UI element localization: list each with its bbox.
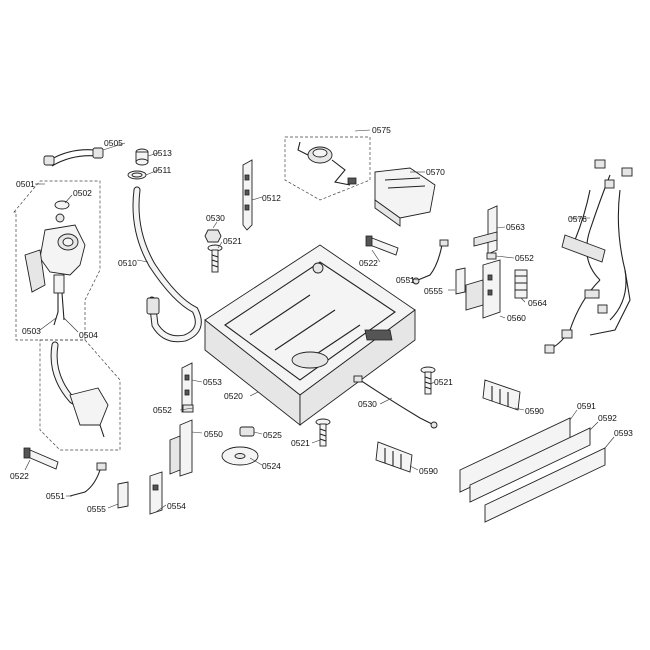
part-0525 <box>239 426 255 437</box>
callout-0560: 0560 <box>507 313 526 323</box>
callout-0591: 0591 <box>577 401 596 411</box>
callout-0522-left: 0522 <box>10 471 29 481</box>
callout-0575: 0575 <box>372 125 391 135</box>
callout-0530-lower: 0530 <box>358 399 377 409</box>
callout-0521-middle: 0521 <box>434 377 453 387</box>
callout-0504: 0504 <box>79 330 98 340</box>
callout-0555-left: 0555 <box>87 504 106 514</box>
callout-0551-right: 0551 <box>396 275 415 285</box>
callout-0511: 0511 <box>153 165 172 175</box>
pump-assembly-0501 <box>24 200 86 326</box>
bracket-0560 <box>465 259 501 319</box>
hose-0505 <box>43 147 104 167</box>
leader-lines <box>24 129 615 513</box>
callout-0563: 0563 <box>506 222 525 232</box>
sensor-cable-0551-left <box>69 462 107 497</box>
hose-0504 <box>50 341 109 438</box>
callout-0555-right: 0555 <box>424 286 443 296</box>
wiring-harness-0576 <box>544 159 633 354</box>
callout-0552-left: 0552 <box>153 405 172 415</box>
callout-0553: 0553 <box>203 377 222 387</box>
switch-0555-right <box>455 267 466 295</box>
callout-0521-lower: 0521 <box>291 438 310 448</box>
callout-0501: 0501 <box>16 179 35 189</box>
plinth-0592 <box>469 427 591 503</box>
bracket-0512 <box>242 159 253 231</box>
callout-0525: 0525 <box>263 430 282 440</box>
bracket-0554 <box>149 471 163 515</box>
clip-0552-right <box>486 252 497 260</box>
group-outline-0504 <box>39 339 121 451</box>
callout-0570: 0570 <box>426 167 445 177</box>
callout-0524: 0524 <box>262 461 281 471</box>
group-outline-0575 <box>284 136 371 201</box>
callout-0554: 0554 <box>167 501 186 511</box>
callout-0521-top: 0521 <box>223 236 242 246</box>
callout-0551-left: 0551 <box>46 491 65 501</box>
screw-0521-top <box>207 244 223 273</box>
callout-0576: 0576 <box>568 214 587 224</box>
callout-0505: 0505 <box>104 138 123 148</box>
callout-0512: 0512 <box>262 193 281 203</box>
callout-0502: 0502 <box>73 188 92 198</box>
group-outline-0501 <box>13 180 101 341</box>
cap-0513 <box>135 148 149 166</box>
nut-0530-top <box>204 229 222 243</box>
callout-labels: 0505 0513 0511 0501 0502 0503 0504 0510 … <box>10 125 633 514</box>
callout-0510: 0510 <box>118 258 137 268</box>
cable-0530 <box>353 375 438 429</box>
flow-sensor-0575 <box>297 141 357 186</box>
callout-0593: 0593 <box>614 428 633 438</box>
foot-0590-right <box>482 379 521 411</box>
screw-0521-middle <box>420 366 436 395</box>
plinth-0593 <box>484 447 606 523</box>
callout-0590-right: 0590 <box>525 406 544 416</box>
callout-0520: 0520 <box>224 391 243 401</box>
hose-0510 <box>132 186 202 343</box>
foot-0590-left <box>375 441 413 473</box>
callout-0564: 0564 <box>528 298 547 308</box>
callout-0592: 0592 <box>598 413 617 423</box>
base-tub-0520 <box>204 244 416 426</box>
callout-0530-top: 0530 <box>206 213 225 223</box>
bracket-0553 <box>181 362 193 413</box>
connector-0564 <box>514 269 528 299</box>
screw-0521-lower <box>315 418 331 447</box>
callout-0503: 0503 <box>22 326 41 336</box>
switch-0555-left <box>117 481 129 509</box>
disc-0524 <box>221 446 259 466</box>
callout-0550: 0550 <box>204 429 223 439</box>
heater-0522-left <box>23 447 59 470</box>
bracket-0550 <box>169 419 193 477</box>
callout-0552-right: 0552 <box>515 253 534 263</box>
control-module-0570 <box>374 167 436 227</box>
bracket-0563 <box>473 205 498 255</box>
clamp-0511 <box>127 170 147 180</box>
heater-0522-right <box>365 235 399 256</box>
callout-0513: 0513 <box>153 148 172 158</box>
callout-0522-right: 0522 <box>359 258 378 268</box>
sensor-cable-0551-right <box>412 239 449 285</box>
callout-0590-left: 0590 <box>419 466 438 476</box>
